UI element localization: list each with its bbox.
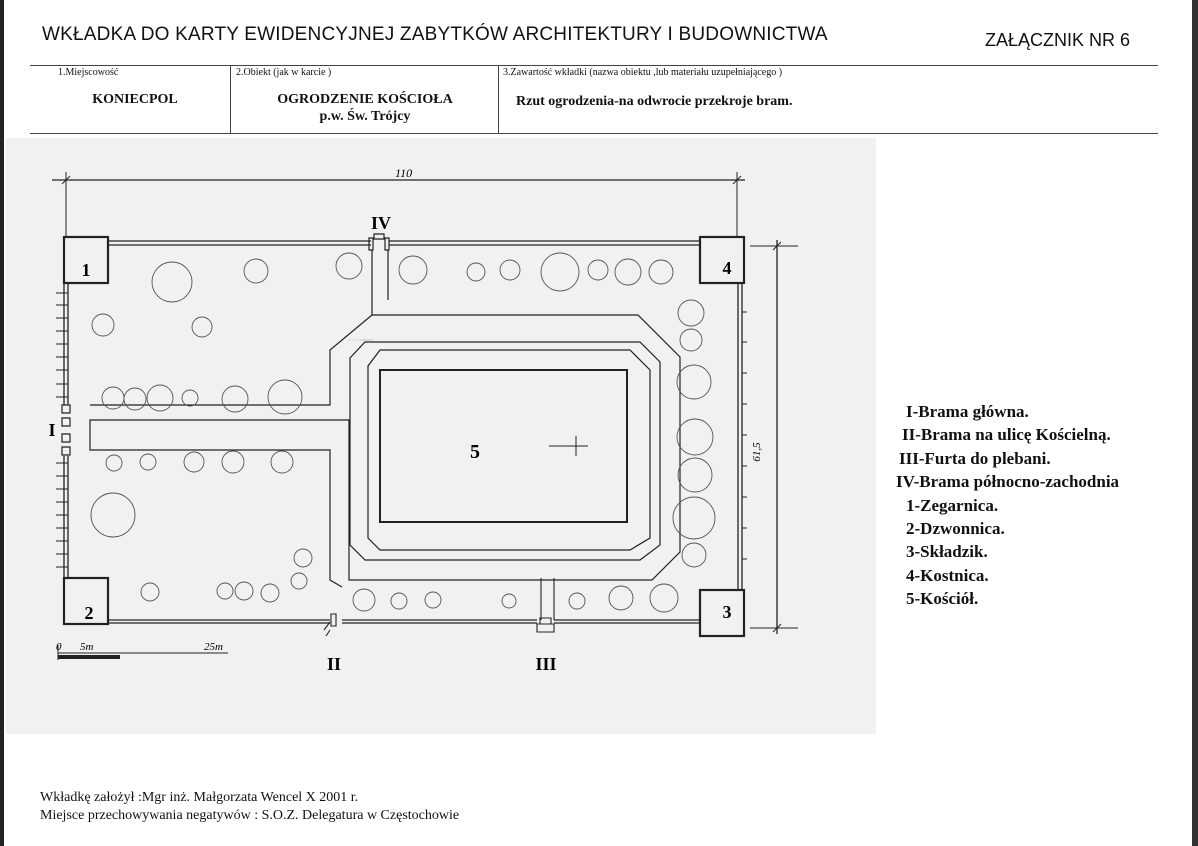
- scan-edge-right: [1192, 0, 1198, 846]
- building-3-storage: [698, 588, 746, 638]
- form-divider-2: [498, 65, 499, 133]
- gate-ii-label: II: [327, 654, 341, 674]
- site-plan-drawing: 110 61,5 1 2 3 4 5 I II III IV 0 5m 25m: [48, 166, 798, 674]
- building-4-label: 4: [723, 258, 732, 278]
- legend-item-iii: III-Furta do plebani.: [899, 448, 1051, 468]
- legend-item-2: 2-Dzwonnica.: [906, 519, 1005, 539]
- dimension-height-label: 61,5: [751, 442, 763, 462]
- building-2-label: 2: [85, 603, 94, 623]
- field-value-location: KONIECPOL: [92, 92, 178, 107]
- scale-label-5m: 5m: [80, 641, 94, 653]
- footer-negatives-location: Miejsce przechowywania negatywów : S.O.Z…: [40, 808, 460, 823]
- scale-bar-filled: [58, 655, 120, 659]
- gate-iii-presbytery: [536, 617, 555, 633]
- gate-ii-church-street: [323, 613, 337, 637]
- annex-number: ZAŁĄCZNIK NR 6: [985, 30, 1131, 50]
- building-1-clock-house: [62, 235, 110, 285]
- legend: I-Brama główna. II-Brama na ulicę Koście…: [896, 400, 1119, 611]
- legend-item-1: 1-Zegarnica.: [906, 495, 999, 515]
- legend-item-3: 3-Składzik.: [906, 542, 988, 562]
- building-5-label: 5: [470, 441, 480, 463]
- path-outer: [89, 250, 681, 588]
- trees: [90, 252, 716, 613]
- field-label-content: 3.Zawartość wkładki (nazwa obiektu ,lub …: [503, 67, 783, 78]
- scan-edge-left: [0, 0, 4, 846]
- scale-label-zero: 0: [56, 641, 62, 653]
- dimension-width-label: 110: [395, 166, 412, 180]
- legend-item-5: 5-Kościół.: [906, 589, 979, 609]
- field-value-object-line2: p.w. Św. Trójcy: [319, 109, 411, 124]
- document-title: WKŁADKA DO KARTY EWIDENCYJNEJ ZABYTKÓW A…: [42, 24, 828, 45]
- form-top-border: [30, 65, 1158, 66]
- gate-iv-northwest: [368, 233, 390, 251]
- legend-item-4: 4-Kostnica.: [906, 565, 989, 585]
- form-bottom-border: [30, 133, 1158, 134]
- field-value-content: Rzut ogrodzenia-na odwrocie przekroje br…: [516, 94, 793, 109]
- gate-i-label: I: [48, 420, 55, 440]
- field-label-object: 2.Obiekt (jak w karcie ): [236, 67, 332, 78]
- building-1-label: 1: [82, 260, 91, 280]
- field-label-location: 1.Miejscowość: [58, 67, 119, 78]
- building-4-ossuary: [698, 235, 746, 285]
- legend-item-ii: II-Brama na ulicę Kościelną.: [902, 425, 1111, 445]
- legend-item-iv: IV-Brama północno-zachodnia: [896, 472, 1120, 492]
- building-5-church: [379, 369, 628, 523]
- legend-item-i: I-Brama główna.: [906, 402, 1029, 421]
- field-value-object-line1: OGRODZENIE KOŚCIOŁA: [277, 92, 453, 107]
- gate-iv-label: IV: [371, 213, 391, 233]
- gate-iii-label: III: [535, 654, 556, 674]
- form-divider-1: [230, 65, 231, 133]
- scale-label-25m: 25m: [204, 641, 223, 653]
- building-3-label: 3: [723, 602, 732, 622]
- building-2-belfry: [62, 576, 110, 626]
- gate-i-main: [61, 404, 71, 456]
- path-ring-outer: [349, 341, 661, 561]
- footer-author: Wkładkę założył :Mgr inż. Małgorzata Wen…: [40, 790, 359, 805]
